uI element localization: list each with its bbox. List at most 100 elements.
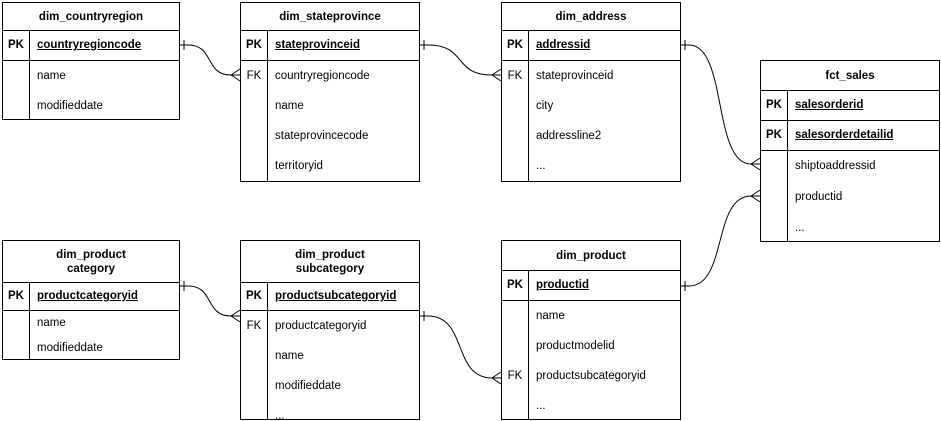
relationship-productcategory-to-subcategory[interactable]: [180, 281, 241, 323]
key-column-divider: [787, 91, 788, 241]
field-name-label: productsubcategoryid: [275, 290, 397, 302]
field-key-label: PK: [8, 290, 24, 302]
entity-field-row[interactable]: PK addressid: [502, 31, 680, 61]
entity-field-row[interactable]: ...: [502, 391, 680, 421]
field-name-label: shiptoaddressid: [795, 160, 876, 172]
entity-field-row[interactable]: ...: [761, 213, 939, 243]
entity-field-row[interactable]: FK productsubcategoryid: [502, 361, 680, 391]
entity-field-row[interactable]: name: [502, 301, 680, 331]
relationship-line: [187, 44, 232, 76]
field-name-label: name: [37, 69, 66, 82]
entity-field-row[interactable]: city: [502, 91, 680, 121]
field-key-label: FK: [507, 69, 523, 82]
entity-field-row[interactable]: name: [241, 341, 419, 371]
relationship-product-to-fctsales[interactable]: [681, 189, 761, 291]
cardinality-many-marker: [750, 163, 761, 171]
field-key-label: PK: [507, 279, 523, 291]
key-column-divider: [528, 31, 529, 181]
relationship-line: [688, 44, 752, 165]
relationship-stateprovince-to-address[interactable]: [420, 40, 502, 82]
field-name-label: addressid: [536, 39, 591, 51]
entity-field-row[interactable]: FK stateprovinceid: [502, 61, 680, 91]
field-key-label: PK: [8, 39, 24, 51]
field-name-label: stateprovinceid: [275, 39, 360, 51]
entity-title-line: dim_countryregion: [38, 10, 144, 23]
entity-title-dim_stateprovince: dim_stateprovince: [241, 3, 419, 31]
field-key-label: PK: [246, 39, 262, 51]
entity-field-row[interactable]: name: [241, 91, 419, 121]
entity-title-dim_address: dim_address: [502, 3, 680, 31]
entity-field-row[interactable]: name: [3, 61, 179, 91]
relationship-line: [688, 195, 752, 287]
key-column-divider: [267, 283, 268, 419]
field-name-label: productid: [536, 279, 590, 291]
entity-title-line: dim_product: [295, 248, 365, 261]
entity-field-row[interactable]: PK stateprovinceid: [241, 31, 419, 61]
field-key-label: FK: [246, 69, 262, 82]
cardinality-many-marker: [750, 189, 761, 197]
relationship-address-to-fctsales[interactable]: [681, 40, 761, 171]
cardinality-many-marker: [230, 315, 241, 323]
entity-field-row[interactable]: modifieddate: [3, 336, 179, 361]
field-name-label: salesorderdetailid: [795, 129, 894, 141]
entity-field-row[interactable]: ...: [502, 151, 680, 181]
field-name-label: territoryid: [275, 159, 323, 172]
relationship-subcategory-to-product[interactable]: [420, 311, 502, 385]
field-key-label: PK: [246, 290, 262, 302]
field-name-label: ...: [536, 399, 546, 412]
entity-field-row[interactable]: stateprovincecode: [241, 121, 419, 151]
field-name-label: productsubcategoryid: [536, 369, 646, 382]
field-name-label: modifieddate: [275, 379, 341, 392]
entity-title-line: subcategory: [295, 262, 365, 275]
entity-field-row[interactable]: PK productid: [502, 271, 680, 301]
field-key-label: PK: [507, 39, 523, 51]
entity-field-row[interactable]: modifieddate: [3, 91, 179, 121]
entity-field-row[interactable]: productmodelid: [502, 331, 680, 361]
entity-title-line: category: [67, 262, 115, 275]
entity-field-row[interactable]: territoryid: [241, 151, 419, 181]
entity-field-row[interactable]: addressline2: [502, 121, 680, 151]
field-name-label: name: [275, 99, 304, 112]
entity-title-line: dim_address: [555, 10, 627, 23]
key-column-divider: [29, 31, 30, 119]
relationship-line: [187, 285, 232, 317]
field-name-label: stateprovinceid: [536, 69, 614, 82]
field-name-label: ...: [275, 409, 285, 421]
entity-title-line: dim_product: [556, 249, 626, 262]
field-name-label: stateprovincecode: [275, 129, 369, 142]
entity-title-line: dim_product: [56, 248, 126, 261]
entity-field-row[interactable]: name: [3, 311, 179, 336]
cardinality-many-marker: [491, 74, 502, 82]
field-key-label: PK: [766, 99, 782, 111]
field-key-label: FK: [507, 369, 523, 382]
field-name-label: ...: [536, 159, 546, 172]
entity-field-row[interactable]: modifieddate: [241, 371, 419, 401]
entity-field-row[interactable]: PK productsubcategoryid: [241, 283, 419, 311]
entity-field-row[interactable]: shiptoaddressid: [761, 151, 939, 182]
relationship-countryregion-to-stateprovince[interactable]: [180, 40, 241, 82]
entity-field-row[interactable]: ...: [241, 401, 419, 421]
cardinality-many-marker: [230, 309, 241, 317]
relationship-line: [427, 315, 493, 379]
entity-field-row[interactable]: productid: [761, 182, 939, 213]
